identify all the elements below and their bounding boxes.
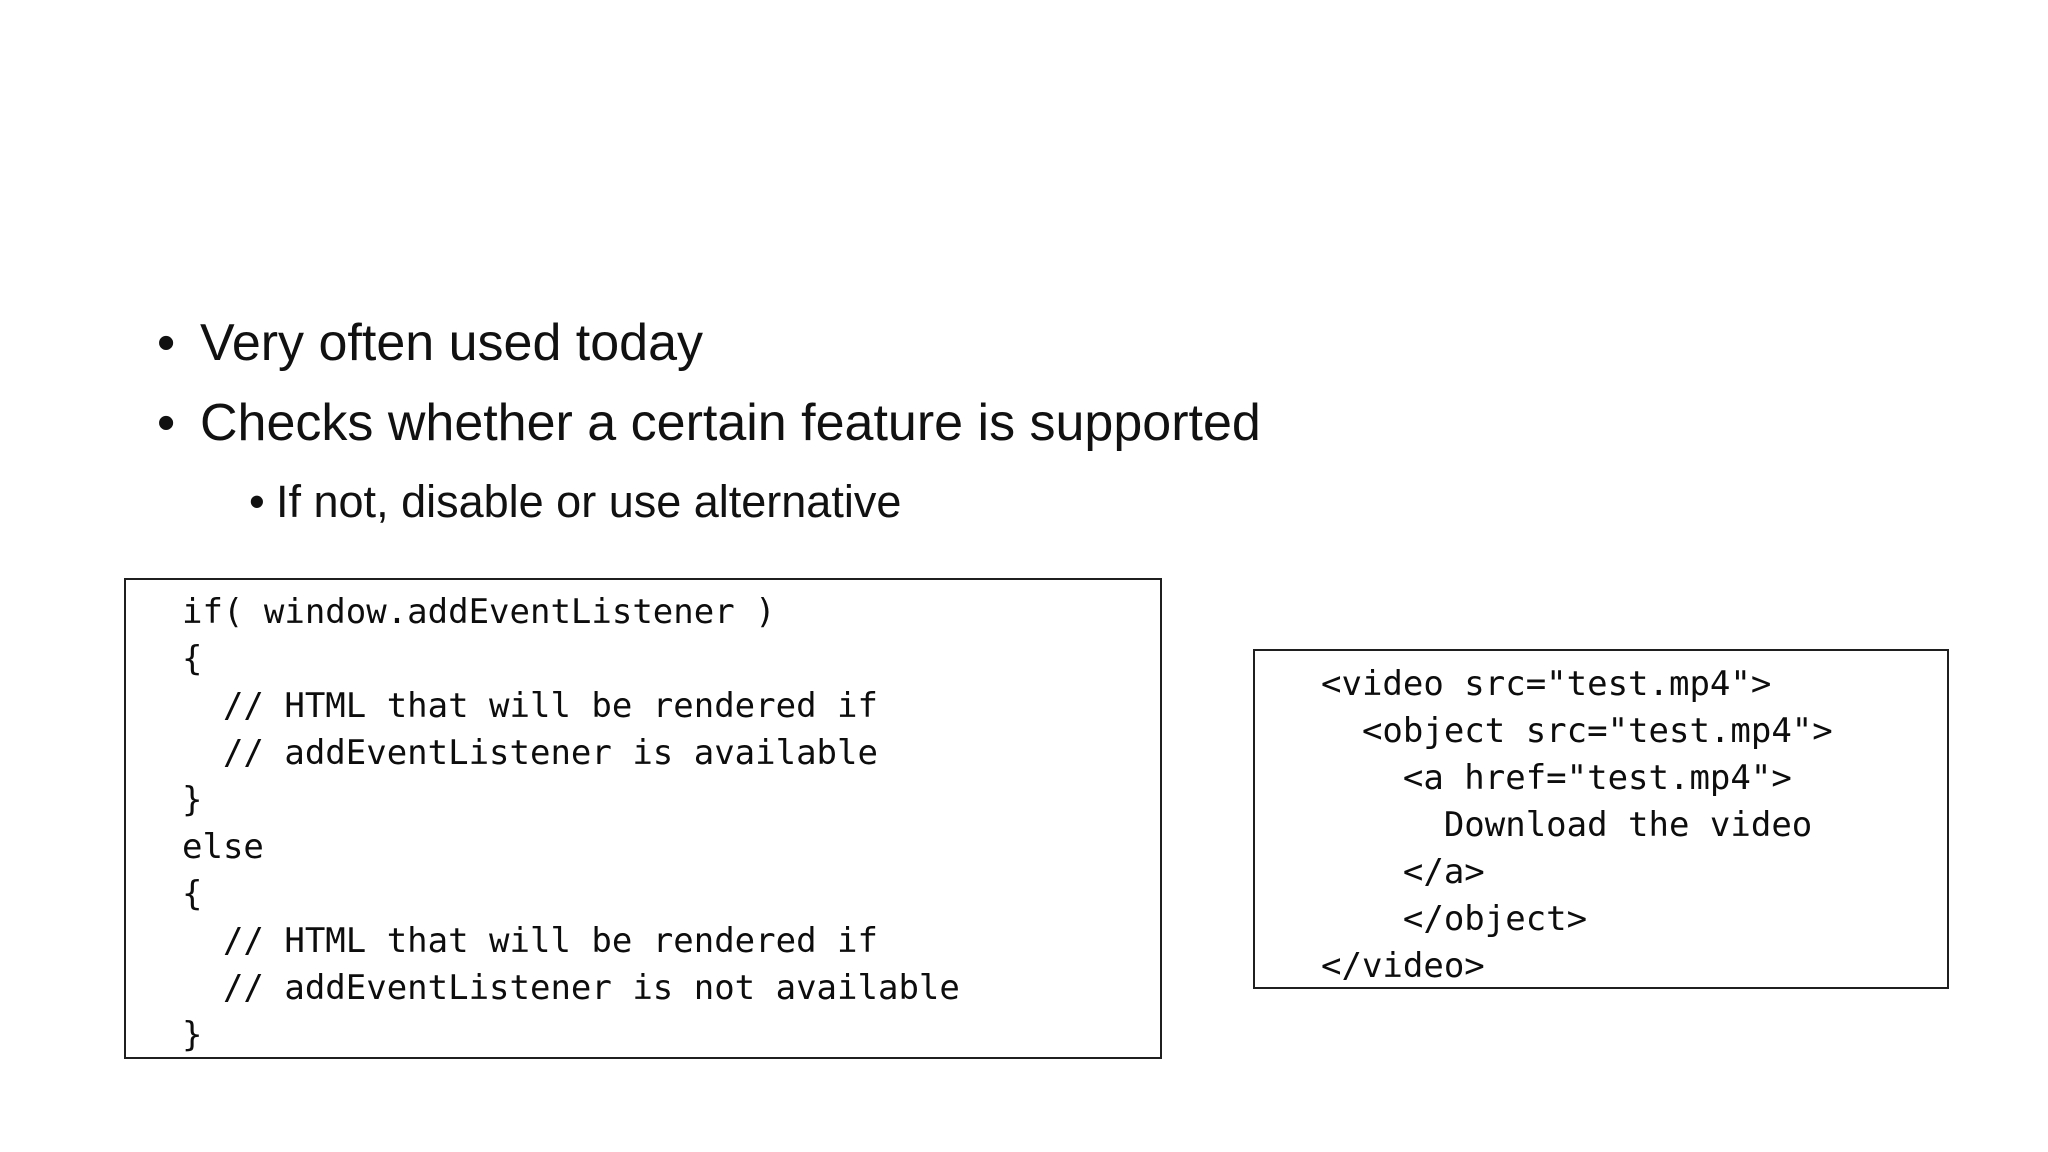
code-feature-detection: if( window.addEventListener ) { // HTML … bbox=[182, 592, 960, 1055]
bullet-text: If not, disable or use alternative bbox=[276, 476, 902, 527]
code-box-feature-detection: if( window.addEventListener ) { // HTML … bbox=[124, 578, 1162, 1059]
bullet-text: Checks whether a certain feature is supp… bbox=[200, 394, 1261, 452]
code-box-video-fallback: <video src="test.mp4"> <object src="test… bbox=[1253, 649, 1949, 989]
code-video-fallback: <video src="test.mp4"> <object src="test… bbox=[1321, 664, 1833, 986]
bullet-text: Very often used today bbox=[200, 314, 704, 372]
bullet-marker: • bbox=[249, 476, 265, 527]
bullet-marker: • bbox=[157, 394, 176, 452]
bullet-item: • Very often used today bbox=[157, 314, 703, 374]
bullet-marker: • bbox=[157, 314, 176, 372]
bullet-item: • Checks whether a certain feature is su… bbox=[157, 394, 1261, 454]
bullet-sub-item: • If not, disable or use alternative bbox=[249, 476, 901, 528]
